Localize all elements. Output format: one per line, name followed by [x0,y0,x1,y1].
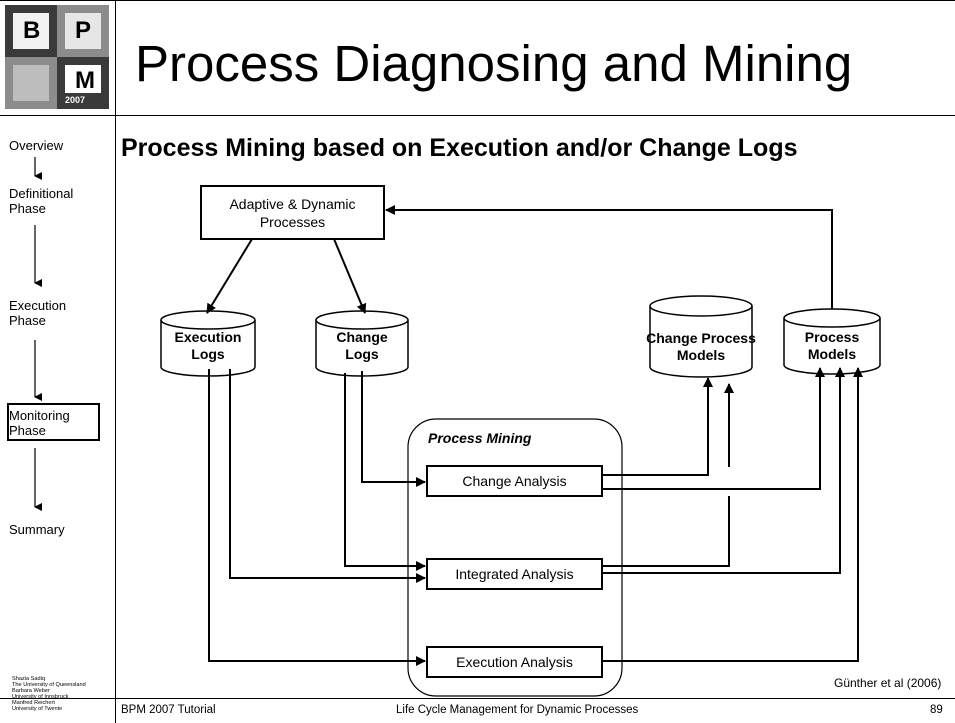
slide-subtitle: Process Mining based on Execution and/or… [121,134,798,162]
sidebar-item-overview[interactable]: Overview [9,138,64,153]
arrow-execution-analysis-to-process-models [602,367,863,662]
bpm-logo: B P M 2007 [5,5,109,109]
sidebar-divider [115,0,116,723]
change-logs-label: Change Logs [336,329,388,362]
sidebar-item-summary[interactable]: Summary [9,522,65,537]
logo-letter-p: P [75,17,92,44]
sidebar-item-monitoring-phase[interactable]: Monitoring Phase [9,408,70,438]
arrow-execution-logs-to-execution-analysis [208,369,426,666]
change-process-models-label: Change Process Models [646,330,756,363]
author-credits: Shazia Sadiq The University of Queenslan… [12,676,86,712]
process-mining-diagram [160,205,881,697]
arrow-change-analysis-to-change-process-models [602,377,713,476]
arrow-change-analysis-to-process-models [602,367,825,490]
page-title: Process Diagnosing and Mining [135,35,853,92]
logo-year: 2007 [65,95,86,105]
process-mining-label: Process Mining [428,430,532,446]
sidebar-item-definitional-phase[interactable]: Definitional Phase [9,186,74,216]
arrow-integrated-to-change-process-models-lower [602,496,730,567]
arrow-process-models-to-adaptive [385,205,833,309]
arrow-change-logs-to-integrated [344,373,426,571]
arrow-adaptive-to-execution-logs [206,238,253,314]
footer-divider [0,698,955,699]
arrow-adaptive-to-change-logs [333,238,367,314]
logo-letter-b: B [23,17,41,44]
header-divider [0,115,955,116]
footer-center: Life Cycle Management for Dynamic Proces… [396,704,639,716]
active-item-box [7,403,100,441]
sidebar-item-execution-phase[interactable]: Execution Phase [9,298,67,328]
execution-logs-label: Execution Logs [174,329,242,362]
arrow-integrated-to-process-models [602,367,845,574]
page-number: 89 [930,704,943,716]
execution-analysis-box: Execution Analysis [426,646,603,678]
integrated-analysis-box: Integrated Analysis [426,558,603,590]
arrow-execution-logs-to-integrated [229,369,426,583]
change-analysis-box: Change Analysis [426,465,603,497]
footer-left: BPM 2007 Tutorial [121,704,216,716]
adaptive-dynamic-processes-box: Adaptive & Dynamic Processes [200,185,385,240]
top-border [0,0,955,1]
citation: Günther et al (2006) [834,676,942,690]
process-models-cylinder [783,318,881,375]
process-models-label: Process Models [804,329,860,362]
process-mining-container [407,418,623,697]
logo-letter-m: M [75,67,95,94]
sidebar-arrows [34,157,42,511]
arrow-change-logs-to-change-analysis [361,371,426,487]
change-process-models-cylinder [649,306,753,378]
